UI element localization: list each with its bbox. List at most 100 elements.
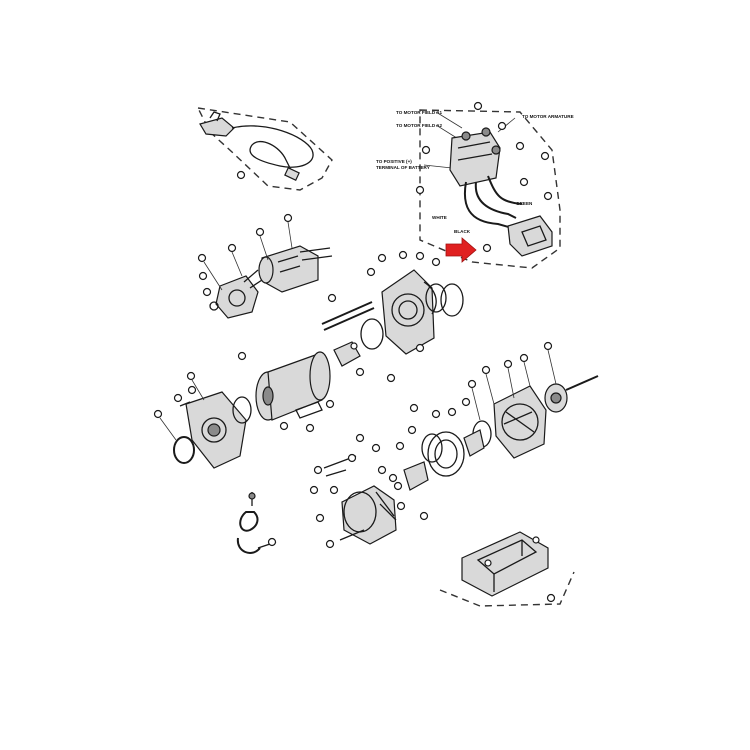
- fairlead-rollers: [493, 540, 523, 592]
- motor-bands: [277, 255, 301, 273]
- callout-m5: [198, 271, 208, 281]
- motor-studs: [299, 247, 333, 261]
- motor-group: [197, 213, 333, 319]
- callout-g10: [407, 425, 417, 435]
- left-bearing-bore: [207, 423, 221, 437]
- cable-white: [463, 181, 513, 229]
- drum-flange-right: [309, 351, 331, 401]
- motor-cap-bolts: [243, 269, 263, 289]
- callout-h1: [355, 433, 365, 443]
- callout-d4: [305, 423, 315, 433]
- remote-plug-pin: [209, 111, 221, 122]
- planet-gear: [403, 461, 429, 491]
- solenoid-post-3: [491, 145, 501, 155]
- fairlead-bolt-2: [532, 536, 540, 544]
- brake-ring-inner: [434, 439, 458, 469]
- solenoid-leaders: [423, 111, 516, 169]
- callout-l3: [173, 393, 183, 403]
- callout-h4: [313, 465, 323, 475]
- callout-b4: [415, 251, 425, 261]
- drum-bushing-end: [350, 342, 358, 350]
- brake-ring-outer: [427, 431, 465, 477]
- label-field-a1: TO MOTOR FIELD A1: [396, 110, 443, 115]
- end-ring-2: [440, 283, 464, 317]
- callout-g5: [467, 379, 477, 389]
- remote-group-outline: [196, 107, 333, 191]
- callout-s3: [515, 141, 525, 151]
- motor-leaders: [203, 221, 293, 291]
- callout-m4: [197, 253, 207, 263]
- end-bearing-plate: [381, 269, 435, 355]
- callout-s1: [473, 101, 483, 111]
- callout-b5: [431, 257, 441, 267]
- left-bolt: [179, 401, 191, 407]
- end-ring-1: [425, 283, 447, 313]
- motor-nut: [209, 301, 219, 311]
- left-bearing-group: [153, 371, 252, 469]
- winch-drum: [237, 341, 365, 433]
- solenoid-body: [449, 131, 501, 187]
- callout-d3: [325, 399, 335, 409]
- callout-g9: [409, 403, 419, 413]
- gear-housing-ring: [501, 403, 539, 441]
- label-green: GREEN: [516, 201, 533, 206]
- label-black: BLACK: [454, 229, 471, 234]
- left-bearing-ring: [201, 417, 227, 443]
- friction-disc: [421, 433, 443, 463]
- callout-g1: [543, 341, 553, 351]
- remote-switch: [284, 167, 300, 181]
- callout-shaft: [327, 293, 337, 303]
- callout-g12: [388, 473, 398, 483]
- highlight-arrow-icon: [445, 237, 477, 263]
- remote-control-group: [196, 107, 333, 191]
- gear-leaders: [471, 349, 557, 421]
- callout-fairlead: [546, 593, 556, 603]
- callout-m6: [202, 287, 212, 297]
- remote-cable: [231, 125, 314, 173]
- callout-g4: [481, 365, 491, 375]
- callout-hook: [267, 537, 277, 547]
- callout-h10: [315, 513, 325, 523]
- left-leaders: [159, 379, 205, 441]
- callout-s4: [421, 145, 431, 155]
- gasket-ring: [360, 318, 384, 350]
- fairlead-window: [476, 539, 538, 575]
- gear-carrier-2: [463, 429, 485, 457]
- gearbox-housing-group: [309, 433, 429, 549]
- callout-h11: [325, 539, 335, 549]
- left-bearing-seal: [232, 396, 252, 424]
- callout-b6: [415, 343, 425, 353]
- callout-d5: [279, 421, 289, 431]
- cable-black: [474, 181, 517, 219]
- drum-hub: [262, 386, 274, 406]
- drum-key: [295, 401, 323, 419]
- solenoid-post-2: [481, 127, 491, 137]
- end-bearing-bore: [398, 300, 418, 320]
- callout-s7: [482, 243, 492, 253]
- gear-train-group: [388, 341, 599, 491]
- control-box: [507, 215, 553, 257]
- callout-s8: [540, 151, 550, 161]
- callout-m3: [227, 243, 237, 253]
- callout-h7: [377, 465, 387, 475]
- callout-g2: [519, 353, 529, 363]
- callout-b3: [398, 250, 408, 260]
- drive-shaft: [321, 293, 375, 331]
- callout-m2: [255, 227, 265, 237]
- callout-l1: [186, 371, 196, 381]
- callout-d1: [237, 351, 247, 361]
- callout-g6: [461, 397, 471, 407]
- callout-h12: [419, 511, 429, 521]
- callout-b2: [377, 253, 387, 263]
- callout-h8: [393, 481, 403, 491]
- cable-green: [487, 175, 523, 205]
- label-white: WHITE: [432, 215, 447, 220]
- callout-g7: [447, 407, 457, 417]
- callout-h2: [371, 443, 381, 453]
- remote-callout: [236, 170, 246, 180]
- left-bushing: [173, 436, 195, 464]
- callout-h6: [329, 485, 339, 495]
- hook-curve: [236, 537, 261, 554]
